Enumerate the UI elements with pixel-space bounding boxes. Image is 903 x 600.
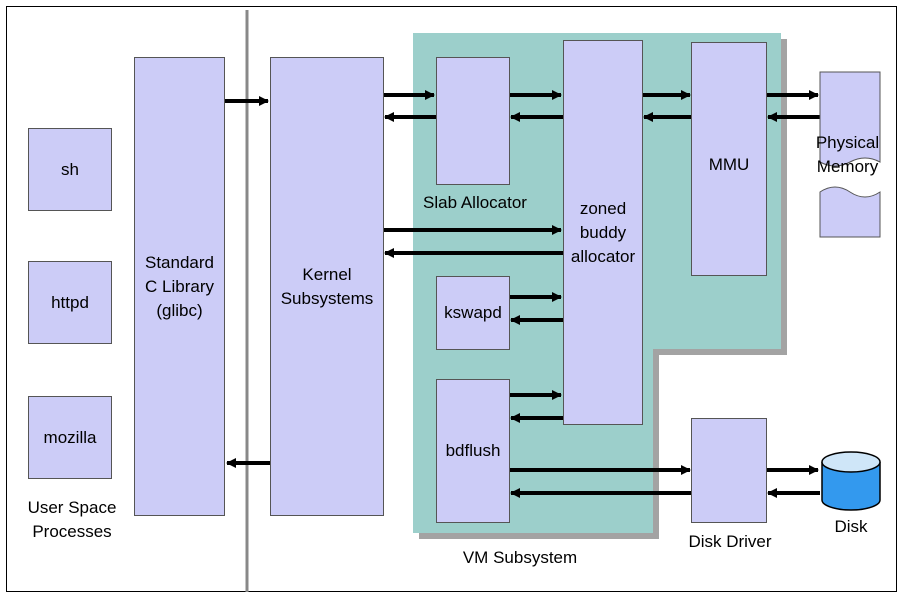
process-mozilla-label: mozilla (43, 427, 97, 447)
user-space-caption: User Space Processes (27, 498, 117, 541)
buddy-allocator-box: zoned buddy allocator (563, 40, 643, 425)
bdflush-box: bdflush (436, 379, 510, 523)
disk-driver-caption: Disk Driver (688, 532, 772, 551)
slab-allocator-box (436, 57, 510, 185)
process-sh: sh (28, 128, 112, 211)
buddy-allocator-label: zoned buddy allocator (570, 198, 636, 266)
physical-memory-label: Physical Memory (815, 133, 880, 176)
kernel-subsystems-box: Kernel Subsystems (270, 57, 384, 516)
kernel-subsystems-label: Kernel Subsystems (280, 264, 374, 308)
memory-page-top (819, 71, 881, 167)
process-sh-label: sh (61, 159, 79, 179)
memory-page-bottom (819, 186, 881, 238)
kswapd-box: kswapd (436, 276, 510, 350)
kswapd-label: kswapd (444, 303, 502, 322)
disk-cylinder (821, 451, 881, 511)
process-httpd: httpd (28, 261, 112, 344)
mmu-box: MMU (691, 42, 767, 276)
vm-subsystem-caption: VM Subsystem (462, 548, 578, 567)
disk-label: Disk (834, 517, 868, 536)
bdflush-label: bdflush (445, 441, 501, 460)
glibc-box: Standard C Library (glibc) (134, 57, 225, 516)
slab-allocator-caption: Slab Allocator (423, 193, 527, 212)
glibc-label: Standard C Library (glibc) (145, 252, 214, 320)
mmu-label: MMU (708, 155, 750, 174)
process-mozilla: mozilla (28, 396, 112, 479)
disk-driver-box (691, 418, 767, 523)
process-httpd-label: httpd (51, 292, 89, 312)
